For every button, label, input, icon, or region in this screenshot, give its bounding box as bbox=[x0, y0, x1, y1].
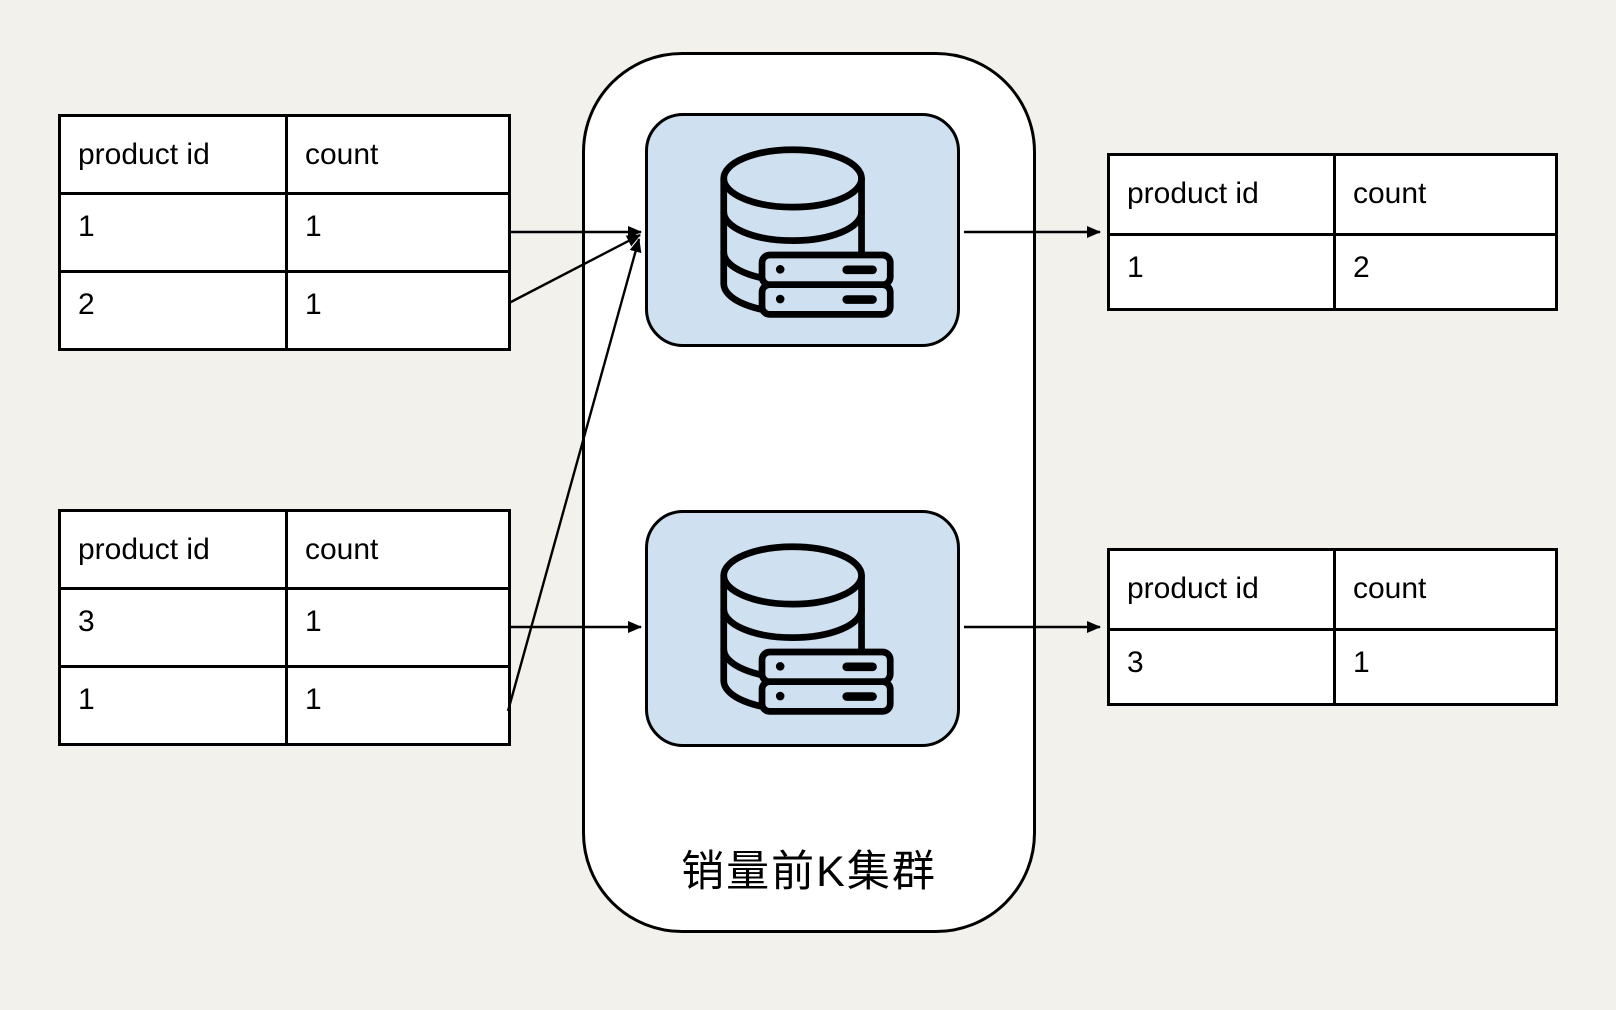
cell-count: 1 bbox=[285, 665, 511, 746]
server-led-dot bbox=[775, 662, 785, 671]
server-rack-row bbox=[758, 678, 894, 715]
output-table-top: product id count 1 2 bbox=[1107, 153, 1558, 311]
db-node-bottom bbox=[645, 510, 960, 747]
table-header-row: product id count bbox=[58, 509, 511, 590]
input-table-bottom: product id count 3 1 1 1 bbox=[58, 509, 511, 746]
table-row: 1 1 bbox=[58, 192, 511, 273]
server-slot bbox=[842, 692, 877, 701]
table-header-row: product id count bbox=[58, 114, 511, 195]
column-header-count: count bbox=[1333, 548, 1558, 631]
table-row: 1 1 bbox=[58, 665, 511, 746]
cell-count: 2 bbox=[1333, 233, 1558, 311]
table-row: 3 1 bbox=[58, 587, 511, 668]
table-row: 3 1 bbox=[1107, 628, 1558, 706]
db-cylinder-band bbox=[720, 208, 865, 245]
input-table-top: product id count 1 1 2 1 bbox=[58, 114, 511, 351]
cell-count: 1 bbox=[285, 270, 511, 351]
table-row: 2 1 bbox=[58, 270, 511, 351]
table-header-row: product id count bbox=[1107, 548, 1558, 631]
cell-count: 1 bbox=[1333, 628, 1558, 706]
cell-count: 1 bbox=[285, 587, 511, 668]
table-header-row: product id count bbox=[1107, 153, 1558, 236]
database-server-icon bbox=[720, 543, 894, 715]
cell-product-id: 3 bbox=[58, 587, 288, 668]
cell-product-id: 2 bbox=[58, 270, 288, 351]
column-header-product-id: product id bbox=[1107, 548, 1336, 631]
column-header-product-id: product id bbox=[58, 509, 288, 590]
server-rack-row bbox=[758, 281, 894, 318]
server-led-dot bbox=[775, 294, 785, 304]
cluster-container: 销量前K集群 bbox=[582, 52, 1036, 933]
column-header-product-id: product id bbox=[58, 114, 288, 195]
cell-product-id: 3 bbox=[1107, 628, 1336, 706]
server-slot bbox=[842, 662, 877, 672]
column-header-count: count bbox=[285, 509, 511, 590]
server-led-dot bbox=[775, 691, 785, 701]
column-header-count: count bbox=[285, 114, 511, 195]
cluster-label: 销量前K集群 bbox=[681, 848, 937, 896]
cell-product-id: 1 bbox=[58, 665, 288, 746]
db-cylinder-band bbox=[720, 605, 865, 642]
db-cylinder-top bbox=[720, 146, 865, 211]
db-node-top bbox=[645, 113, 960, 347]
server-slot bbox=[842, 295, 877, 304]
server-led-dot bbox=[775, 265, 785, 274]
output-table-bottom: product id count 3 1 bbox=[1107, 548, 1558, 706]
cell-count: 1 bbox=[285, 192, 511, 273]
table-row: 1 2 bbox=[1107, 233, 1558, 311]
server-slot bbox=[842, 265, 877, 275]
database-server-icon bbox=[720, 146, 894, 318]
cell-product-id: 1 bbox=[1107, 233, 1336, 311]
cell-product-id: 1 bbox=[58, 192, 288, 273]
column-header-count: count bbox=[1333, 153, 1558, 236]
db-cylinder-top bbox=[720, 543, 865, 608]
column-header-product-id: product id bbox=[1107, 153, 1336, 236]
